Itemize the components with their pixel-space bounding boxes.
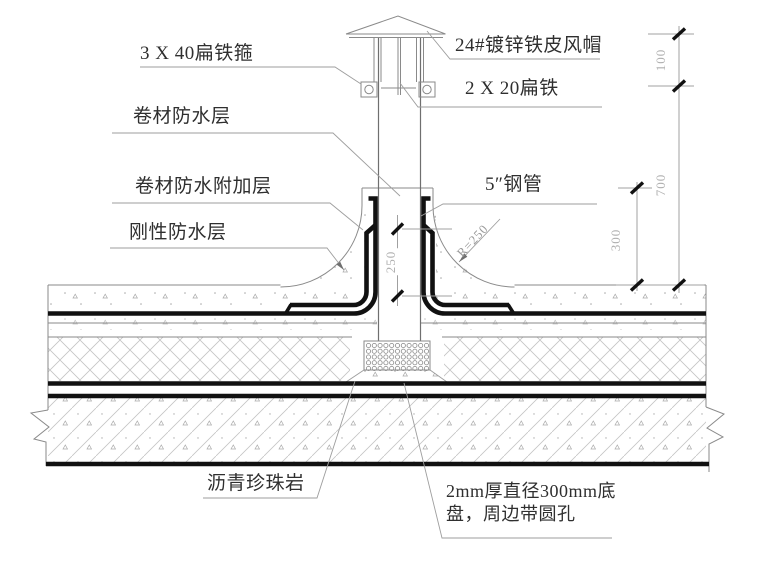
label-hoop: 3 X 40扁铁箍 — [140, 43, 254, 64]
left-clamp-lug — [360, 81, 378, 98]
membrane-flashing — [48, 196, 706, 316]
label-wind-cap: 24#镀锌铁皮风帽 — [455, 35, 603, 56]
leader-wind-cap — [426, 30, 600, 60]
right-clamp-lug — [418, 81, 436, 98]
label-base-plate-line1: 2mm厚直径300mm底 — [446, 481, 617, 501]
wind-cap — [345, 15, 446, 98]
leader-membrane — [112, 132, 401, 197]
leader-arrowheads — [336, 253, 468, 270]
membrane-left-additional — [290, 223, 378, 308]
vent-pipe — [377, 37, 422, 341]
label-base-plate: 2mm厚直径300mm底 盘，周边带圆孔 — [446, 480, 616, 526]
right-break-line — [705, 406, 725, 472]
label-perlite: 沥青珍珠岩 — [207, 473, 305, 494]
label-membrane-add: 卷材防水附加层 — [135, 176, 272, 197]
leader-pipe — [420, 203, 597, 217]
wind-cap-center-strut — [397, 37, 401, 95]
label-rigid: 刚性防水层 — [129, 222, 227, 243]
dimension-lines — [397, 26, 704, 306]
insulation-layer-fill — [48, 337, 706, 381]
dimension-ticks — [390, 27, 687, 303]
dim-text-100: 100 — [653, 48, 668, 72]
left-break-line — [29, 409, 50, 466]
dim-text-700: 700 — [653, 173, 668, 197]
label-pipe: 5″钢管 — [485, 174, 543, 195]
dim-text-250: 250 — [383, 248, 399, 276]
leader-rigid — [110, 247, 345, 271]
leader-hoop — [140, 66, 362, 85]
leader-radius — [458, 218, 501, 263]
base-plate — [363, 340, 431, 372]
label-base-plate-line2: 盘，周边带圆孔 — [446, 504, 576, 524]
membrane-right-additional — [421, 223, 509, 308]
membrane-right-main — [421, 196, 706, 316]
layer-separator-lines — [46, 381, 709, 467]
dim-text-300: 300 — [608, 228, 623, 252]
base-plate-holes — [365, 342, 430, 372]
membrane-left-main — [48, 196, 378, 316]
leader-lines — [110, 30, 612, 539]
mortar-bed-fill — [344, 369, 449, 383]
wind-cap-roof — [345, 15, 446, 35]
leader-flat-iron — [399, 82, 602, 108]
label-membrane: 卷材防水层 — [133, 106, 231, 127]
label-flat-iron: 2 X 20扁铁 — [465, 78, 559, 99]
structural-slab-fill — [48, 398, 706, 462]
leader-perlite — [203, 380, 356, 499]
leader-plate — [403, 382, 612, 539]
right-fillet-arc — [432, 205, 515, 288]
leader-membrane-add — [112, 202, 364, 231]
